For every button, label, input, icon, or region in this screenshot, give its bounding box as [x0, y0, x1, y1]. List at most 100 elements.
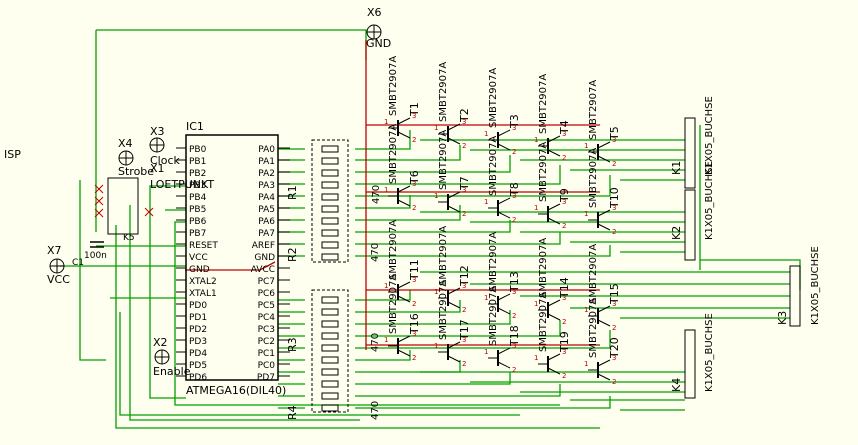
resistor-array-r2: R2 470 [286, 243, 381, 262]
ic-right-pins: PA0PA1PA2PA3PA4PA5PA6PA7AREFGNDAVCCPC7PC… [251, 145, 290, 383]
pin-number: 1 [434, 124, 438, 132]
pin-number: 3 [562, 130, 566, 138]
pin-number: 1 [434, 192, 438, 200]
resistor-array-r4: R4 470 [286, 401, 381, 420]
transistor-type: SMBT2907A [388, 124, 399, 184]
resistor-element [321, 169, 339, 177]
pin-number: 2 [562, 154, 566, 162]
pin-number: 2 [512, 148, 516, 156]
connector-k2: K2 K1X05_BUCHSE [670, 161, 715, 261]
resistor-element [321, 229, 339, 237]
transistor-label: T20 [608, 337, 621, 359]
pin-number: 3 [412, 180, 416, 188]
ic-pin-label: XTAL1 [189, 289, 217, 299]
r3-label: R3 [286, 337, 299, 352]
pin-number: 2 [512, 366, 516, 374]
resistor-element [321, 296, 339, 304]
pin-number: 1 [434, 342, 438, 350]
isp-connector-k5: K5 [94, 177, 154, 243]
x6-label: X6 [367, 6, 382, 19]
transistor-type: SMBT2907A [438, 62, 449, 122]
ic-pin-label: PD3 [189, 337, 207, 347]
ic-pin-label: PB5 [189, 205, 206, 215]
capacitor-c1: C1 100n [72, 241, 107, 268]
pin-number: 3 [512, 342, 516, 350]
transistor-type: SMBT2907A [488, 68, 499, 128]
resistor-element [321, 392, 339, 400]
ic1-microcontroller: IC1 ATMEGA16(DIL40) PB0PB1PB2PB3PB4PB5PB… [176, 120, 290, 397]
r1-label: R1 [286, 185, 299, 200]
connector-k4: K4 K1X05_BUCHSE [670, 313, 715, 399]
red-wires [185, 40, 600, 350]
transistor-label: T13 [508, 271, 521, 293]
resistor-array-r3: R3 470 [286, 289, 381, 413]
k5-label: K5 [123, 233, 135, 243]
ic-pin-label: PC1 [258, 349, 275, 359]
k2-label: K2 [670, 226, 683, 240]
ic-pin-label: PA3 [258, 181, 275, 191]
pin-number: 2 [462, 210, 466, 218]
x7-label: X7 [47, 244, 62, 257]
testpoint-x3: X3 Clock [149, 125, 181, 167]
x4-label: X4 [118, 137, 133, 150]
pin-number: 2 [412, 354, 416, 362]
pin-number: 1 [484, 130, 488, 138]
pin-number: 3 [412, 276, 416, 284]
transistor-type: SMBT2907A [488, 136, 499, 196]
pin-number: 1 [384, 336, 388, 344]
pin-number: 2 [462, 360, 466, 368]
ic-pin-label: PA2 [258, 169, 275, 179]
k3-label: K3 [776, 311, 789, 325]
transistor-type: SMBT2907A [438, 130, 449, 190]
testpoint-x7: X7 VCC [47, 244, 70, 286]
pin-number: 3 [612, 300, 616, 308]
resistor-element [321, 404, 339, 412]
ic-left-pins: PB0PB1PB2PB3PB4PB5PB6PB7RESETVCCGNDXTAL2… [176, 145, 218, 383]
pin-number: 2 [612, 378, 616, 386]
pin-number: 3 [462, 186, 466, 194]
testpoint-x6: X6 GND [366, 6, 391, 50]
pin-number: 2 [412, 136, 416, 144]
pin-number: 1 [484, 294, 488, 302]
pin-number: 2 [462, 142, 466, 150]
resistor-element [321, 157, 339, 165]
transistor-type: SMBT2907A [438, 226, 449, 286]
ic-pin-label: PD7 [257, 373, 275, 383]
resistor-element [321, 320, 339, 328]
resistor-element [321, 356, 339, 364]
ic1-label: IC1 [186, 120, 204, 133]
r1-value: 470 [371, 185, 382, 204]
transistor-label: T11 [408, 259, 421, 281]
pin-number: 2 [412, 300, 416, 308]
transistor-label: T2 [458, 108, 471, 123]
pin-number: 2 [512, 312, 516, 320]
resistor-element [321, 344, 339, 352]
green-wires [60, 29, 801, 429]
ic-pin-label: PC4 [258, 313, 276, 323]
transistor-type: SMBT2907A [388, 56, 399, 116]
resistor-element [321, 145, 339, 153]
transistor-label: T12 [458, 265, 471, 287]
ic-pin-label: PB1 [189, 157, 206, 167]
pin-number: 1 [534, 300, 538, 308]
transistor-label: T4 [558, 120, 571, 135]
transistor-type: SMBT2907A [588, 148, 599, 208]
transistor-type: SMBT2907A [488, 286, 499, 346]
ic-pin-label: PA5 [258, 205, 275, 215]
pin-number: 3 [562, 294, 566, 302]
transistor-label: T15 [608, 283, 621, 305]
ic-pin-label: VCC [189, 253, 208, 263]
isp-label: ISP [4, 148, 21, 161]
pin-number: 2 [412, 204, 416, 212]
testpoint-x4: X4 Strobe [118, 137, 154, 178]
pin-number: 1 [484, 198, 488, 206]
pin-number: 3 [412, 112, 416, 120]
pin-number: 3 [462, 282, 466, 290]
